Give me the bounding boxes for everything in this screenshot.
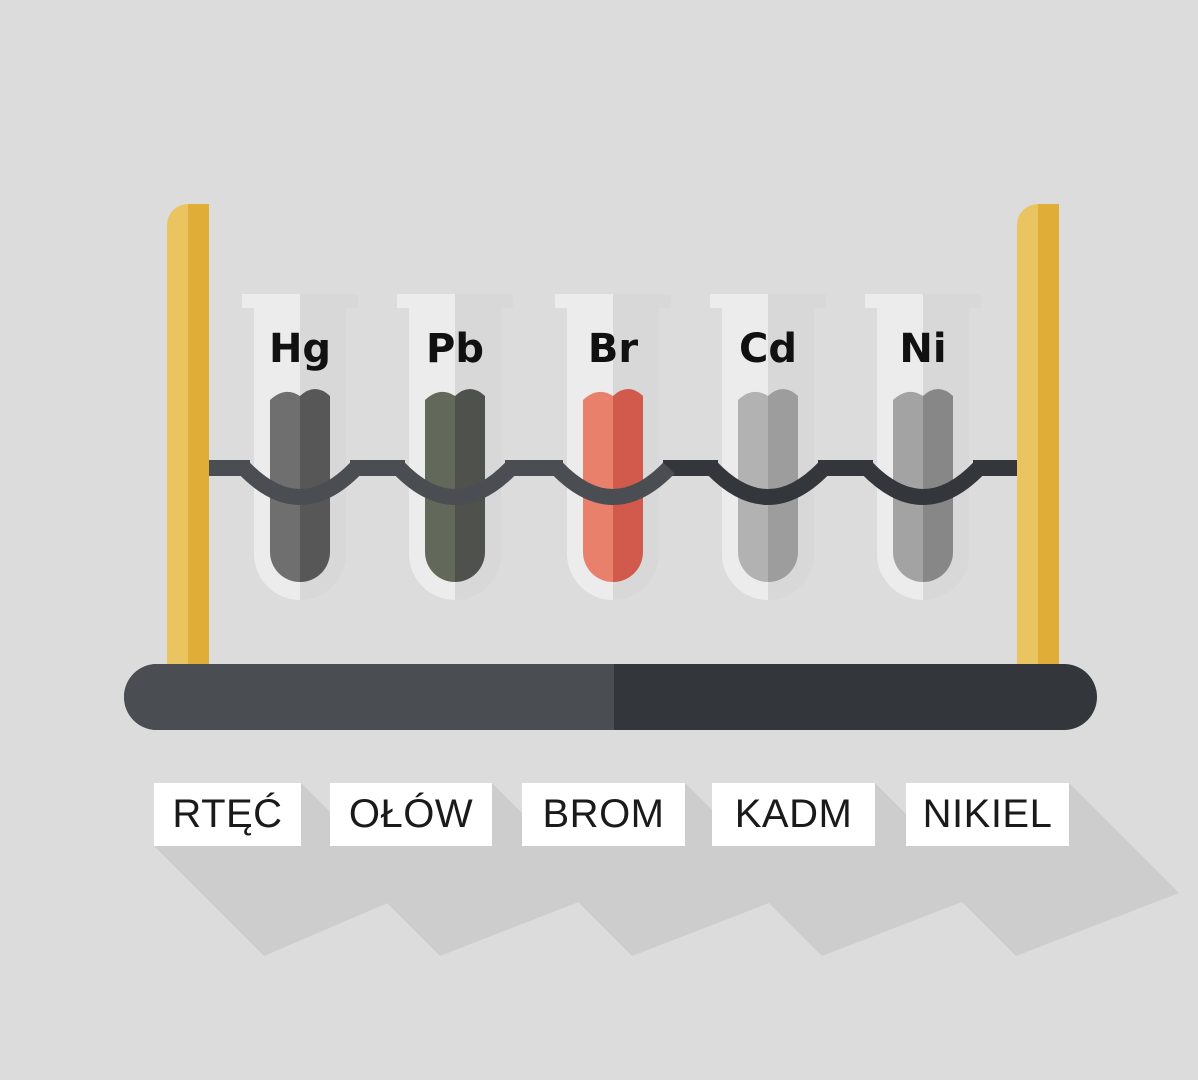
element-name-label: KADM (734, 792, 853, 836)
tube-liquid-right (768, 389, 798, 582)
label-card-pb: OŁÓW (330, 783, 492, 846)
label-card-hg: RTĘĆ (154, 783, 301, 846)
tube-rim-right (613, 294, 671, 308)
tube-rim-right (768, 294, 826, 308)
element-symbol-hg: Hg (269, 326, 331, 372)
wire-segment (663, 460, 718, 476)
wire-loop (861, 462, 985, 505)
element-symbol-cd: Cd (739, 326, 797, 372)
right-post (1017, 204, 1059, 684)
test-tube-pb: Pb (397, 294, 513, 600)
tube-rim-right (923, 294, 981, 308)
label-card-br: BROM (522, 783, 685, 846)
tube-rim-right (455, 294, 513, 308)
wire-loop (551, 462, 675, 505)
wire-loop (393, 462, 517, 505)
tube-rim-left (710, 294, 768, 308)
element-symbol-br: Br (588, 326, 638, 372)
tube-rim-left (242, 294, 300, 308)
wire-segment (350, 460, 405, 476)
tube-rim-right (300, 294, 358, 308)
rack-base (124, 664, 1097, 730)
label-card-ni: NIKIEL (906, 783, 1069, 846)
label-card-cd: KADM (712, 783, 875, 846)
test-tube-br: Br (555, 294, 671, 600)
wire-segment (209, 460, 250, 476)
tube-liquid-right (455, 389, 485, 582)
tube-liquid-right (923, 389, 953, 582)
wire-loop (238, 462, 362, 505)
wire-segment (505, 460, 563, 476)
element-symbol-pb: Pb (426, 326, 484, 372)
tube-liquid-right (300, 389, 330, 582)
wire-segment (973, 460, 1017, 476)
element-name-label: RTĘĆ (172, 792, 283, 836)
element-name-label: NIKIEL (922, 792, 1053, 836)
tube-liquid-right (613, 389, 643, 582)
tube-rim-left (555, 294, 613, 308)
left-post (167, 204, 209, 684)
wire-loop (706, 462, 830, 505)
element-name-label: BROM (542, 792, 665, 836)
element-symbol-ni: Ni (899, 326, 946, 372)
test-tube-hg: Hg (242, 294, 358, 600)
element-name-label: OŁÓW (348, 792, 474, 836)
wire-segment (818, 460, 873, 476)
holder-wire (209, 460, 1017, 505)
tube-rim-left (865, 294, 923, 308)
tube-rim-left (397, 294, 455, 308)
